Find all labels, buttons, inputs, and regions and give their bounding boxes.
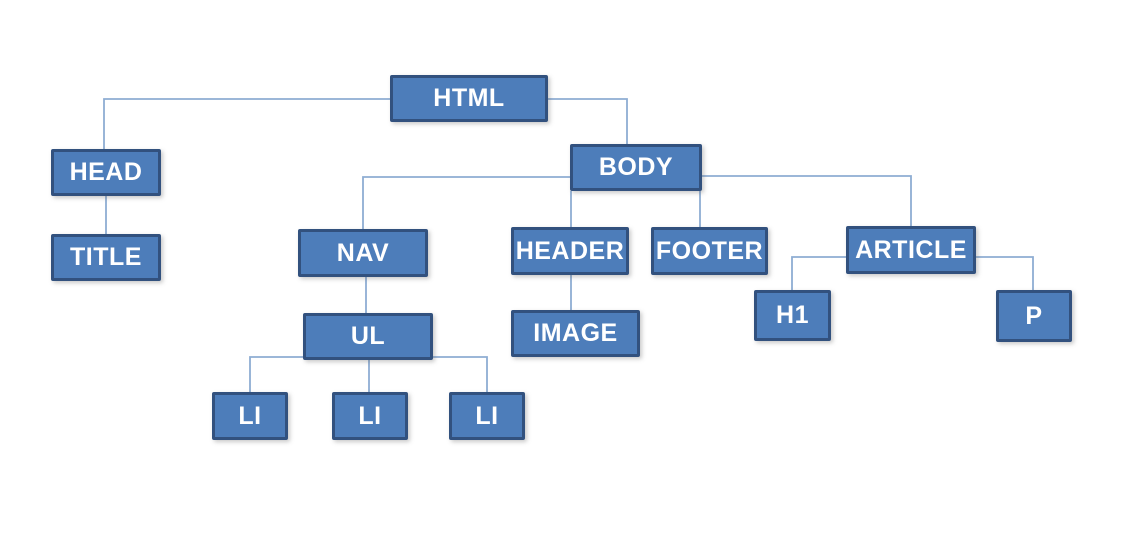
node-h1: H1 (754, 290, 831, 341)
edge-article-p (976, 256, 1034, 290)
node-article: ARTICLE (846, 226, 976, 274)
node-title: TITLE (51, 234, 161, 281)
node-html: HTML (390, 75, 548, 122)
edge-html-head (103, 98, 390, 149)
edge-ul-li-1 (249, 356, 303, 392)
edge-html-body (548, 98, 628, 144)
node-footer: FOOTER (651, 227, 768, 275)
edge-body-article (702, 175, 912, 226)
node-li-1: LI (212, 392, 288, 440)
node-ul: UL (303, 313, 433, 360)
edge-article-h1 (791, 256, 846, 290)
node-li-2: LI (332, 392, 408, 440)
node-body: BODY (570, 144, 702, 191)
node-head: HEAD (51, 149, 161, 196)
edge-body-nav (362, 176, 570, 229)
node-li-3: LI (449, 392, 525, 440)
node-nav: NAV (298, 229, 428, 277)
edge-ul-li-3 (433, 356, 488, 392)
node-p: P (996, 290, 1072, 342)
node-image: IMAGE (511, 310, 640, 357)
node-header: HEADER (511, 227, 629, 275)
